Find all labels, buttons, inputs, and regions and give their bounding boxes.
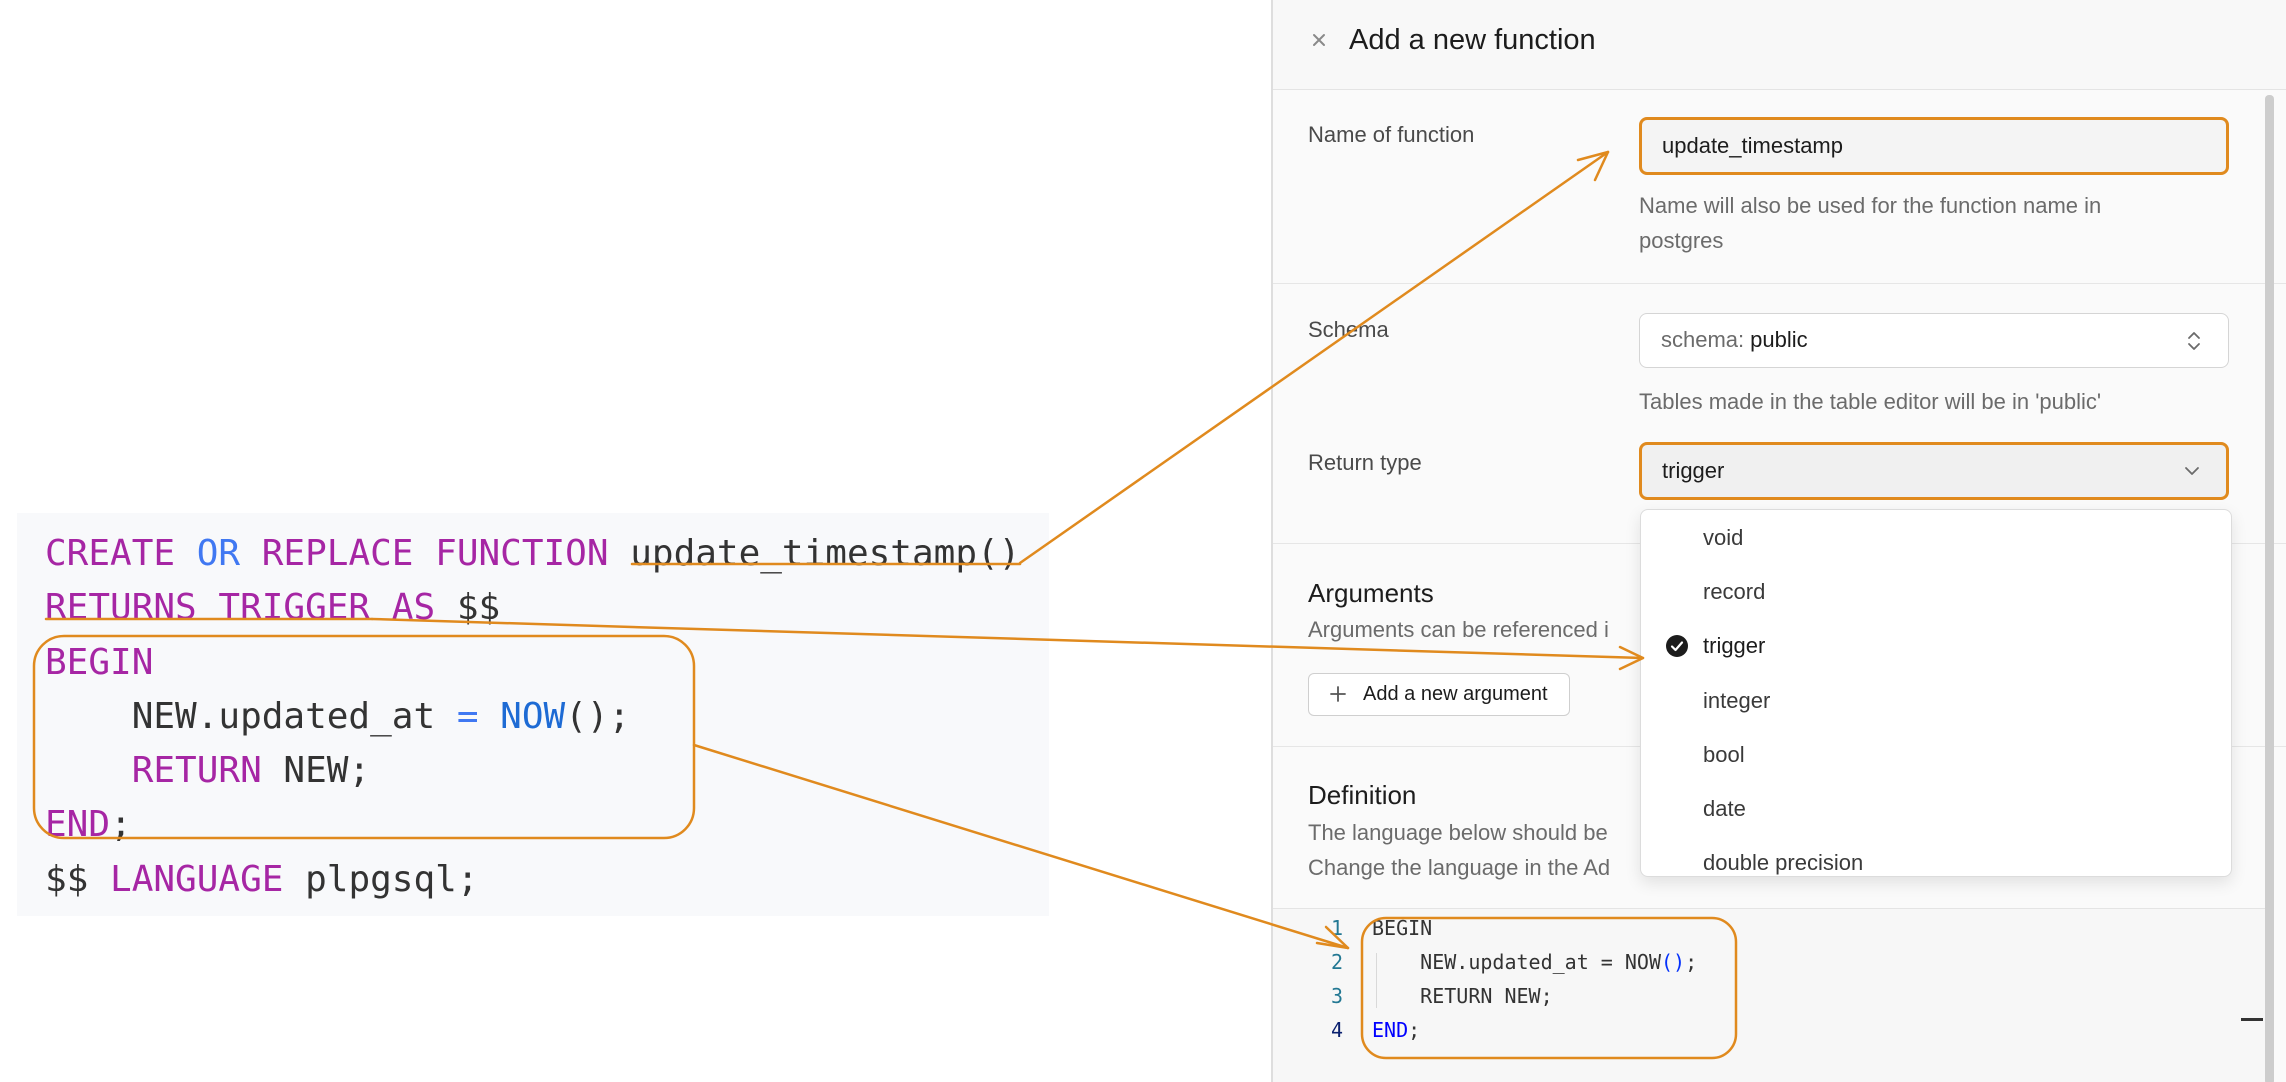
sql-token: RETURNS TRIGGER AS	[45, 587, 457, 629]
sql-token: $$	[45, 858, 111, 900]
dropdown-option-label: void	[1703, 525, 1744, 550]
schema-value: public	[1750, 327, 1808, 352]
name-field-label: Name of function	[1308, 122, 1475, 147]
dropdown-option-integer[interactable]: integer	[1641, 674, 2231, 728]
close-icon[interactable]	[1307, 28, 1331, 52]
panel-header: Add a new function	[1273, 0, 2286, 90]
sql-line: NEW.updated_at = NOW();	[45, 690, 1049, 744]
check-circle-icon	[1666, 635, 1688, 658]
chevron-up-down-icon	[2188, 332, 2200, 350]
name-help-line1: Name will also be used for the function …	[1639, 193, 2102, 218]
line-number: 3	[1330, 984, 1343, 1008]
function-name-input[interactable]: update_timestamp	[1639, 117, 2229, 175]
dropdown-option-record[interactable]: record	[1641, 565, 2231, 619]
panel-title: Add a new function	[1349, 24, 1596, 56]
definition-title: Definition	[1308, 780, 1417, 810]
plus-icon	[1330, 686, 1346, 702]
sql-token: LANGUAGE	[110, 858, 306, 900]
code-line: RETURN NEW;	[1372, 984, 1553, 1008]
sql-line: RETURNS TRIGGER AS $$	[45, 581, 1049, 635]
code-line: BEGIN	[1372, 916, 1433, 940]
line-number: 1	[1330, 916, 1343, 940]
add-argument-label: Add a new argument	[1363, 683, 1548, 705]
sql-token: NEW.updated_at	[45, 695, 457, 737]
chevron-down-icon	[2185, 467, 2199, 475]
sql-token: update_timestamp()	[630, 533, 1021, 574]
sql-token: NEW;	[283, 750, 371, 792]
return-type-label: Return type	[1308, 450, 1422, 475]
sql-token: plpgsql;	[305, 858, 479, 900]
sql-token: BEGIN	[45, 641, 154, 683]
code-editor[interactable]: 1 2 3 4 BEGIN NEW.updated_at = NOW(); RETURN…	[1273, 908, 2273, 1082]
schema-help: Tables made in the table editor will be …	[1639, 389, 2102, 414]
sql-line: CREATE OR REPLACE FUNCTION update_timest…	[45, 527, 1049, 581]
schema-field-label: Schema	[1308, 317, 1389, 342]
code-line: NEW.updated_at = NOW();	[1372, 950, 1698, 974]
return-type-select[interactable]: trigger	[1639, 442, 2229, 500]
sql-token: ();	[565, 695, 631, 737]
add-function-panel: Add a new function Name of function upda…	[1271, 0, 2286, 1082]
add-argument-button[interactable]: Add a new argument	[1308, 673, 1570, 716]
return-type-value: trigger	[1662, 458, 1725, 483]
sql-line: $$ LANGUAGE plpgsql;	[45, 853, 1049, 907]
schema-select[interactable]: schema:public	[1639, 313, 2229, 368]
sql-token: NOW	[500, 695, 566, 737]
dropdown-option-double-precision[interactable]: double precision	[1641, 836, 2231, 876]
dropdown-option-trigger[interactable]: trigger	[1641, 619, 2231, 673]
dropdown-option-label: integer	[1703, 687, 1771, 713]
dropdown-option-date[interactable]: date	[1641, 782, 2231, 836]
dropdown-option-label: date	[1703, 796, 1746, 821]
sql-line: END;	[45, 798, 1049, 852]
sql-token: OR	[196, 533, 262, 574]
editor-overview-ruler	[2241, 1018, 2263, 1021]
line-number: 2	[1330, 950, 1343, 974]
sql-token: END	[45, 804, 111, 846]
sql-token: RETURN	[45, 750, 284, 792]
schema-prefix: schema:	[1661, 327, 1745, 352]
dropdown-option-label: double precision	[1703, 850, 1864, 876]
dropdown-option-label: bool	[1703, 741, 1745, 767]
sql-token: ;	[110, 804, 132, 846]
sql-token: REPLACE FUNCTION	[261, 533, 631, 574]
sql-line: BEGIN	[45, 636, 1049, 690]
arguments-help: Arguments can be referenced i	[1308, 617, 1609, 642]
sql-code-snippet: CREATE OR REPLACE FUNCTION update_timest…	[17, 513, 1049, 916]
divider	[1273, 283, 2286, 284]
code-line: END;	[1372, 1018, 1421, 1042]
return-type-dropdown: void record trigger integer bool date double p…	[1640, 509, 2232, 877]
definition-help-line1: The language below should be	[1308, 820, 1608, 845]
panel-scrollbar[interactable]	[2265, 95, 2274, 1082]
sql-token: $$	[456, 587, 501, 629]
arguments-title: Arguments	[1308, 578, 1434, 608]
sql-token: =	[456, 695, 501, 737]
dropdown-option-label: trigger	[1703, 633, 1766, 659]
name-help-line2: postgres	[1639, 228, 1724, 253]
dropdown-option-bool[interactable]: bool	[1641, 728, 2231, 782]
definition-help-line2: Change the language in the Ad	[1308, 855, 1611, 880]
dropdown-option-label: record	[1703, 579, 1766, 605]
sql-line: RETURN NEW;	[45, 744, 1049, 798]
sql-token: CREATE	[45, 533, 197, 574]
dropdown-option-void[interactable]: void	[1641, 511, 2231, 565]
line-number: 4	[1330, 1018, 1343, 1042]
